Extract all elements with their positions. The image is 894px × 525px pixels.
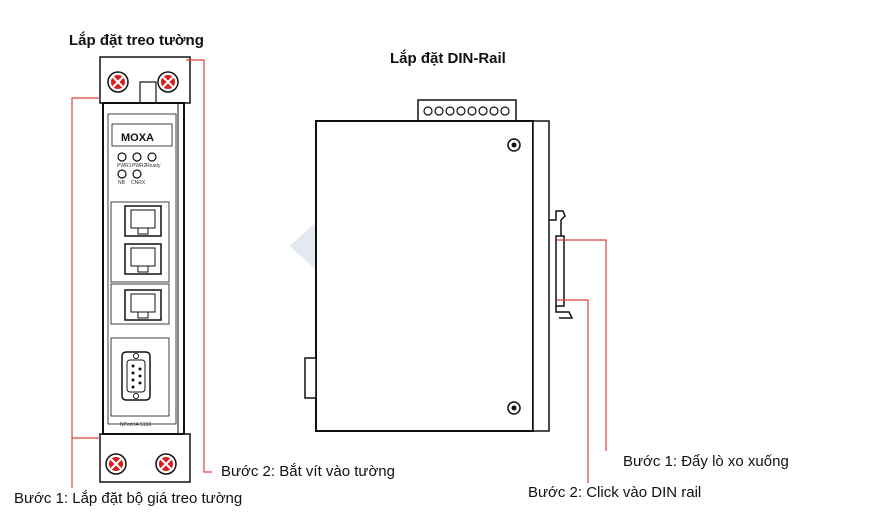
led-label-ready: Ready <box>146 163 161 169</box>
wall-step2-caption: Bước 2: Bắt vít vào tường <box>221 463 395 480</box>
din-rail-spring-clip <box>549 210 574 319</box>
model-label: NPort IA 5150 <box>120 422 151 428</box>
rj45-port-icon <box>110 201 170 283</box>
terminal-contact <box>478 106 488 116</box>
terminal-contact <box>445 106 455 116</box>
moxa-label: MOXA <box>111 123 173 147</box>
wall-mount-annotation-lines <box>71 59 212 488</box>
brand-logo-text: MOXA <box>121 132 154 144</box>
din-step1-caption: Bước 1: Đẩy lò xo xuống <box>623 453 789 470</box>
din-rail-annotation-lines <box>557 239 607 483</box>
din-rail-device <box>304 99 574 432</box>
screw-icon <box>107 71 129 93</box>
status-leds: PWR1 PWR2 Ready NB CNRX <box>117 152 161 186</box>
din-step2-caption: Bước 2: Click vào DIN rail <box>528 484 702 501</box>
din-rail-clip-back <box>532 120 550 432</box>
device-body-side <box>315 120 534 432</box>
led-label-pwr1: PWR1 <box>117 163 132 169</box>
wall-step1-caption: Bước 1: Lắp đặt bộ giá treo tường <box>14 490 243 507</box>
terminal-contact <box>434 106 444 116</box>
wall-mount-device: MOXA PWR1 PWR2 Ready NB CNRX <box>99 56 191 483</box>
screw-icon <box>155 453 177 475</box>
rj45-port-icon <box>110 283 170 325</box>
screw-icon <box>105 453 127 475</box>
wall-mount-title: Lắp đặt treo tường <box>69 32 204 49</box>
terminal-contact <box>500 106 510 116</box>
led-label-pwr2: PWR2 <box>132 163 147 169</box>
db9-port-icon <box>110 337 170 417</box>
screw-icon <box>157 71 179 93</box>
led-label-cnrx: CNRX <box>131 180 146 186</box>
din-rail-title: Lắp đặt DIN-Rail <box>390 50 506 67</box>
terminal-contact <box>489 106 499 116</box>
led-label-nb: NB <box>118 180 126 186</box>
terminal-contact <box>467 106 477 116</box>
terminal-contact <box>423 106 433 116</box>
terminal-contact <box>456 106 466 116</box>
